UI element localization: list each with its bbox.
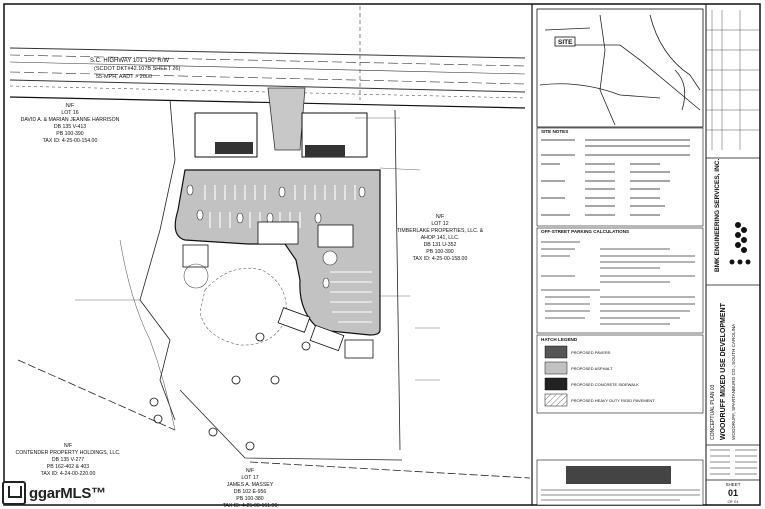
svg-text:DAVID A. & MARIAN JEANNE HARRI: DAVID A. & MARIAN JEANNE HARRISON	[21, 117, 120, 123]
sheet-number: 01	[728, 488, 738, 498]
firm-stamp	[566, 466, 671, 484]
highway-label-3: 55-MPH, AADT > 2000	[96, 74, 152, 80]
site-notes-panel	[536, 127, 704, 227]
svg-text:TAX ID: 4-25-00-154.00: TAX ID: 4-25-00-154.00	[43, 138, 98, 144]
sheet-title: CONCEPTUAL PLAN 03	[710, 384, 716, 440]
vicinity-site-label: SITE	[558, 39, 573, 46]
parking-calc-panel	[536, 227, 704, 334]
svg-text:DB 135 V-277: DB 135 V-277	[52, 457, 84, 463]
highway-label-2: (SCDOT DKT#42.107B SHEET 26)	[94, 66, 180, 72]
revision-grid	[706, 10, 760, 150]
pad-west-tree	[183, 263, 209, 289]
svg-text:N/F: N/F	[246, 468, 254, 474]
hatch-swatch-asphalt	[544, 361, 568, 375]
svg-text:TAX ID: 4-24-00-220.00: TAX ID: 4-24-00-220.00	[41, 471, 96, 477]
parking-islands	[186, 184, 366, 289]
hatch-label-concrete: PROPOSED CONCRETE SIDEWALK	[571, 382, 639, 387]
highway-band	[9, 6, 526, 109]
hatch-swatch-pavers	[544, 345, 568, 359]
parcel-harrison: N/F LOT 16 DAVID A. & MARIAN JEANNE HARR…	[21, 103, 120, 144]
sheet-of: OF 01	[727, 499, 739, 504]
hatch-label-pavers: PROPOSED PAVERS	[571, 350, 611, 355]
parcel-contender: N/F CONTENDER PROPERTY HOLDINGS, LLC. DB…	[15, 443, 120, 477]
access-drive	[267, 87, 306, 151]
vicinity-map	[536, 8, 704, 128]
firm-name: BMK ENGINEERING SERVICES, INC.	[714, 159, 721, 272]
svg-text:TAX ID: 4-25-00-158.00: TAX ID: 4-25-00-158.00	[413, 256, 468, 262]
svg-text:DB 102 E-956: DB 102 E-956	[234, 489, 267, 495]
parcel-timberlake: N/F LOT 12 TIMBERLAKE PROPERTIES, LLC. &…	[397, 214, 484, 262]
mls-watermark-text: ggarMLS™	[29, 484, 106, 502]
svg-text:CONTENDER PROPERTY HOLDINGS, L: CONTENDER PROPERTY HOLDINGS, LLC.	[15, 450, 120, 456]
svg-text:N/F: N/F	[64, 443, 72, 449]
dumpster-pad	[322, 250, 338, 266]
site-notes-title: SITE NOTES	[541, 129, 568, 134]
svg-text:DB 131 U-352: DB 131 U-352	[424, 242, 457, 248]
svg-text:PB 100-390: PB 100-390	[56, 131, 84, 137]
sheet-label: SHEET	[725, 482, 740, 487]
hatch-swatch-heavy-duty	[544, 393, 568, 407]
parcel-massey: N/F LOT 17 JAMES A. MASSEY DB 102 E-956 …	[223, 468, 278, 509]
svg-text:TAX ID: 4-25-00-161.00: TAX ID: 4-25-00-161.00	[223, 503, 278, 509]
tree-symbols	[149, 332, 311, 451]
project-location: WOODRUFF, SPARTANBURG CO., SOUTH CAROLIN…	[731, 323, 736, 440]
hatch-label-asphalt: PROPOSED ASPHALT	[571, 366, 613, 371]
disclaimer-lines	[541, 489, 700, 501]
svg-text:LOT 16: LOT 16	[61, 110, 78, 116]
svg-text:PB 162-402 & 403: PB 162-402 & 403	[47, 464, 90, 470]
highway-label-1: S.C. HIGHWAY 101 150' R/W	[90, 58, 169, 64]
svg-text:JAMES A. MASSEY: JAMES A. MASSEY	[227, 482, 274, 488]
svg-text:N/F: N/F	[66, 103, 74, 109]
pad-south-a	[277, 307, 311, 333]
parking-calc-title: OFF-STREET PARKING CALCULATIONS	[541, 229, 629, 234]
hatch-label-heavy-duty: PROPOSED HEAVY DUTY RIGID PAVEMENT	[571, 398, 655, 403]
pad-west	[182, 244, 209, 268]
mls-watermark: ggarMLS™	[2, 480, 106, 506]
site-notes-lines	[541, 139, 690, 216]
pad-south-b	[309, 324, 345, 352]
building-west-patio	[215, 142, 253, 154]
vicinity-site-box	[554, 36, 576, 47]
project-name: WOODRUFF MIXED USE DEVELOPMENT	[720, 302, 727, 440]
hatch-swatch-concrete	[544, 377, 568, 391]
callout-leaders	[75, 117, 440, 381]
parking-lot	[174, 169, 381, 336]
island-building-b	[317, 224, 354, 248]
building-east-patio	[305, 145, 345, 157]
mls-logo-icon	[2, 481, 26, 505]
island-building-a	[257, 221, 299, 245]
svg-text:DB 135 V-413: DB 135 V-413	[54, 124, 86, 130]
contour-line	[119, 239, 176, 431]
svg-text:TIMBERLAKE PROPERTIES, LLC. &: TIMBERLAKE PROPERTIES, LLC. &	[397, 228, 484, 234]
vicinity-roads	[539, 14, 701, 126]
hatch-legend-title: HATCH LEGEND	[541, 337, 578, 342]
svg-text:PB 100-380: PB 100-380	[236, 496, 264, 502]
svg-text:N/F: N/F	[436, 214, 444, 220]
parking-calc-lines	[541, 241, 695, 325]
svg-text:AHOP 141, LLC.: AHOP 141, LLC.	[421, 235, 460, 241]
title-block-fields	[710, 449, 757, 475]
firm-logo	[729, 222, 751, 265]
pad-south-c	[344, 339, 374, 359]
svg-text:LOT 12: LOT 12	[431, 221, 448, 227]
svg-text:LOT 17: LOT 17	[241, 475, 258, 481]
svg-text:PB 100-390: PB 100-390	[426, 249, 454, 255]
